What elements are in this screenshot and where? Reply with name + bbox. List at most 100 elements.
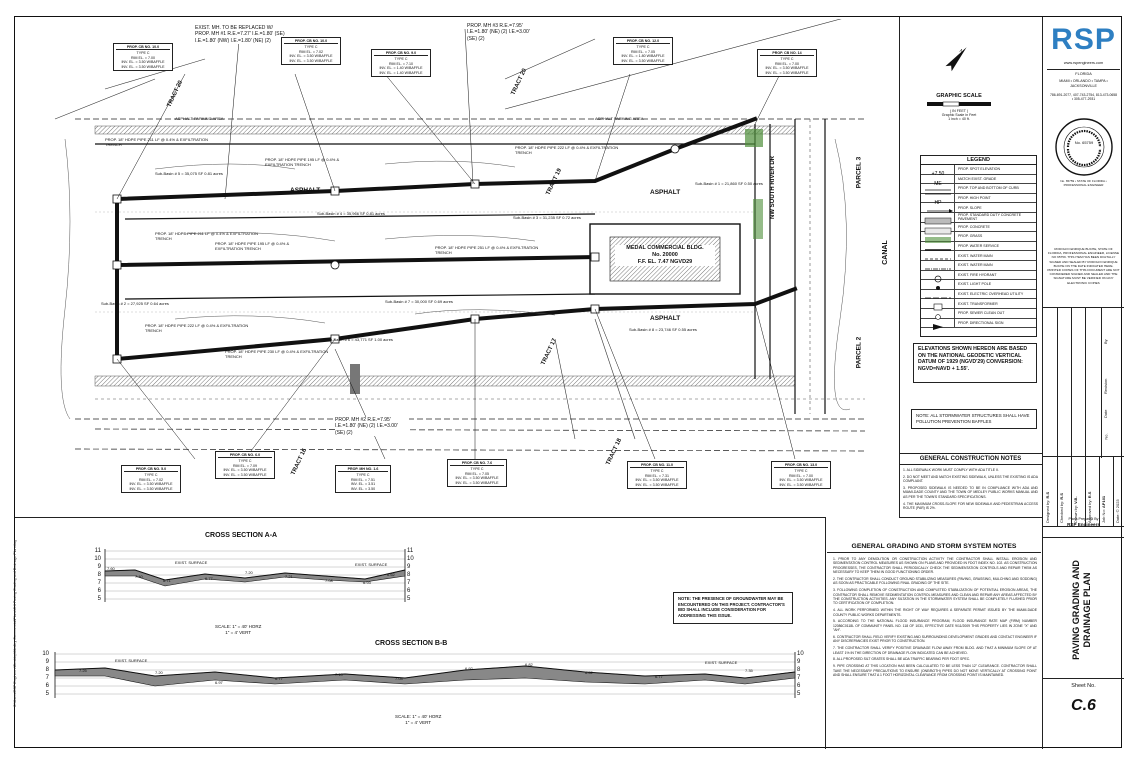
revision-table: No. Date Revision By (1043, 307, 1124, 458)
legend-label: PROP. TOP AND BOTTOM OF CURB (958, 186, 1019, 191)
note-item: 3. PROPOSED SIDEWALK IS NEEDED TO BE IN … (903, 486, 1038, 499)
section-b-scale: SCALE: 1" = 40' HORZ 1" = 4' VERT (395, 714, 442, 725)
legend-label: PROP. SEWER CLEAN OUT (958, 311, 1005, 316)
sheet-title: PAVING GRADING AND DRAINAGE PLAN (1071, 560, 1092, 660)
structure-callout: PROP. CB NO. 7.6 TYPE C RIM EL. = 7.05 I… (447, 459, 507, 488)
legend-label: EXIST. ELECTRIC OVERHEAD UTILITY (958, 292, 1024, 297)
trench-label: PROP. 18" HDPE PIPE 230 LF @ 0.4% & EXFI… (225, 349, 329, 359)
divider (825, 517, 826, 749)
section-label: 6.93 (363, 580, 371, 585)
canal-label: CANAL (881, 240, 889, 265)
note-item: 9. PIPE CROSSING AT THIS LOCATION HAS BE… (833, 664, 1037, 678)
legend-symbol-icon (921, 260, 955, 270)
grading-notes-list: 1. PRIOR TO ANY DEMOLITION OR CONSTRUCTI… (827, 553, 1041, 677)
divider (1057, 457, 1058, 527)
scale-bar (927, 101, 991, 107)
north-arrow-block: N (920, 39, 990, 89)
design-credits: Designed by: R.S Checked by: R.S Drawn b… (1043, 457, 1124, 527)
legend-label: PROP. STANDARD DUTY CONCRETE PAVEMENT (958, 213, 1022, 222)
legend-label: PROP. SLOPE (958, 205, 982, 210)
trench-label: PROP. 18" HDPE PIPE 222 LF @ 0.4% & EXFI… (145, 323, 249, 333)
note-item: 7. THE CONTRACTOR SHALL VERIFY POSITIVE … (833, 646, 1037, 655)
graphic-scale-ratio: 1 inch = 40 ft. (948, 117, 970, 121)
graphic-scale: GRAPHIC SCALE ( IN FEET ) Graphic Scale … (920, 93, 998, 133)
seal-license: No. 65759 (1075, 140, 1094, 145)
section-label: 7.20 (155, 670, 163, 675)
general-construction-notes: GENERAL CONSTRUCTION NOTES 1. ALL SIDEWA… (899, 453, 1042, 535)
general-notes-list: 1. ALL SIDEWALK WORK MUST COMPLY WITH AD… (899, 465, 1042, 516)
elevation-note: ELEVATIONS SHOWN HEREON ARE BASED ON THE… (918, 346, 1028, 372)
note-item: 6. CONTRACTOR SHALL FIELD VERIFY EXISTIN… (833, 635, 1037, 644)
plan-view: TRACT 20 TRACT 20 TRACT 19 TRACT 18 TRAC… (35, 19, 899, 515)
pollution-note-box: NOTE: ALL STORMWATER STRUCTURES SHALL HA… (911, 409, 1037, 429)
section-label: 7.08 (325, 578, 333, 583)
section-label: 6.62 (387, 572, 395, 577)
section-a-ticks-left: 11 10 9 8 7 6 5 (94, 548, 101, 602)
asphalt-label: ASPHALT (290, 187, 321, 194)
svg-text:N: N (958, 48, 965, 55)
section-label: EXIST. SURFACE (115, 658, 148, 663)
legend-symbol-icon: ME (921, 174, 955, 187)
section-label: 7.40 (135, 574, 143, 579)
divider (1047, 69, 1120, 70)
legend-item: PROP. GRASS (921, 232, 1036, 244)
trench-label: PROP. 18" HDPE PIPE 211 LF @ 0.4% & EXFI… (105, 137, 208, 147)
road-label: NW SOUTH RIVER DR (770, 156, 776, 219)
manhole-note: EXIST. MH. TO BE REPLACED W/ PROP. MH #1… (195, 25, 285, 45)
section-label: EXIST. SURFACE (355, 562, 388, 567)
basin-label: Sub-Basin # 8 = 23,746 SF 0.55 acres (629, 327, 697, 332)
legend-symbol-icon: +7.50 (921, 165, 955, 177)
structure-callout: PROP. CB NO. 13.0 TYPE C RIM EL. = 7.00 … (771, 461, 831, 490)
structure-callout: PROP. MH NO. 1.6 TYPE C RIM EL. = 7.51 I… (335, 465, 391, 494)
structure-callout: PROP. CB NO. 6.0 TYPE C RIM EL. = 7.09 I… (215, 451, 275, 480)
legend-item: EXIST. FIRE HYDRANT (921, 270, 1036, 282)
groundwater-note: NOTE: THE PRESENCE OF GROUNDWATER MAY BE… (678, 596, 785, 618)
note-item: 2. DO NOT MEET AND MATCH EXISTING SIDEWA… (903, 474, 1038, 484)
section-label: 7.04 (395, 676, 403, 681)
legend-item: PROP. WATER SERVICE (921, 241, 1036, 252)
grading-notes: GENERAL GRADING AND STORM SYSTEM NOTES 1… (827, 543, 1041, 747)
section-label: 7.21 (285, 574, 293, 579)
manhole-note: PROP. MH #2 R.E.=7.95' I.E.=1.80' (NE) (… (335, 417, 409, 437)
section-label: 6.62 (585, 670, 593, 675)
legend-item: PROP. CONCRETE (921, 222, 1036, 234)
section-label: EXIST. SURFACE (705, 660, 738, 665)
building-area: No. 20000 (652, 252, 678, 258)
structure-callout: PROP. CB NO. 5.0 TYPE C RIM EL. = 7.02 I… (121, 465, 181, 494)
basin-label: Sub-Basin # 7 = 30,000 SF 0.69 acres (385, 299, 453, 304)
graphic-scale-title: GRAPHIC SCALE (936, 93, 982, 99)
trench-label: PROP. 18" HDPE PIPE 195 LF @ 0.4% & EXFI… (215, 241, 290, 251)
legend-symbol-icon (921, 308, 955, 320)
revision-date-header: Date (1103, 409, 1108, 418)
legend-label: PROP. SPOT ELEVATION (958, 167, 1001, 172)
divider (1101, 308, 1102, 458)
legend-item: PROP. SEWER CLEAN OUT (921, 308, 1036, 320)
legend-label: PROP. WATER SERVICE (958, 244, 1000, 249)
building-name: MEDAL COMMERCIAL BLDG. (626, 245, 704, 251)
divider (899, 17, 900, 517)
basin-label: Sub-Basin # 1 = 21,860 SF 0.50 acres (695, 181, 763, 186)
structure-callout: PROP. CB NO. 10.0 TYPE C RIM EL. = 7.02 … (281, 37, 341, 66)
cross-section-area: CROSS SECTION A-A 11 10 9 8 7 6 5 (15, 517, 825, 749)
company-state: FLORIDA (1075, 72, 1092, 76)
divider (1113, 457, 1114, 527)
section-b-title: CROSS SECTION B-B (375, 640, 448, 647)
svg-text:ME: ME (934, 181, 942, 187)
section-a-ticks-right: 11 10 9 8 7 6 5 (407, 548, 414, 602)
legend-label: EXIST. WATER MAIN (958, 263, 993, 268)
legend-symbol-icon (921, 222, 955, 234)
engineer-seal-icon: No. 65759 (1055, 118, 1113, 176)
title-block: RSP www.rspengineers.com FLORIDA MIAMI •… (1042, 17, 1124, 749)
section-label: 6.97 (215, 680, 223, 685)
legend-symbol-icon (921, 270, 955, 282)
legend-symbol-icon (921, 280, 955, 291)
company-logo: RSP (1051, 23, 1116, 56)
section-label: 6.77 (275, 676, 283, 681)
parcel-label: PARCEL 3 (855, 156, 863, 189)
divider (1057, 308, 1058, 458)
structure-callout: PROP. CB NO. 9.0 TYPE C RIM EL. = 7.10 I… (371, 49, 431, 78)
basin-label: Sub-Basin # 3 = 31,235 SF 0.72 acres (513, 215, 581, 220)
